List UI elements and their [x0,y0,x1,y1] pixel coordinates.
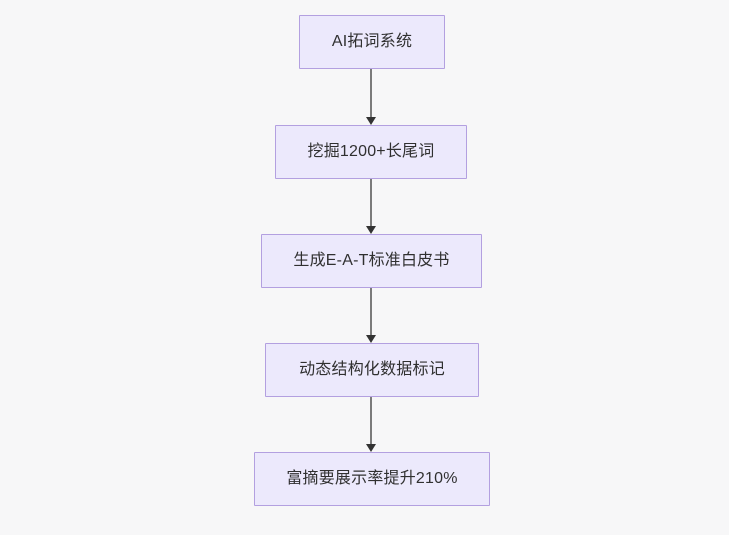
arrowhead-icon [366,226,376,234]
connector-line [370,179,373,226]
arrowhead-icon [366,444,376,452]
flow-node-rich-snippet-result[interactable]: 富摘要展示率提升210% [254,452,490,506]
flow-node-label: 生成E-A-T标准白皮书 [293,252,450,270]
arrowhead-icon [366,335,376,343]
connector-n4-n5 [366,397,377,452]
connector-line [370,69,373,117]
connector-n3-n4 [366,288,377,343]
flow-node-label: 动态结构化数据标记 [299,361,445,379]
connector-line [370,288,373,335]
flow-node-structured-data-markup[interactable]: 动态结构化数据标记 [265,343,479,397]
flow-node-label: AI拓词系统 [331,33,413,51]
flow-node-label: 挖掘1200+长尾词 [307,143,435,161]
connector-n1-n2 [366,69,377,125]
flow-node-ai-keyword-system[interactable]: AI拓词系统 [299,15,445,69]
flow-node-label: 富摘要展示率提升210% [286,470,458,488]
flow-node-eat-whitepaper[interactable]: 生成E-A-T标准白皮书 [261,234,482,288]
connector-n2-n3 [366,179,377,234]
flow-node-longtail-keywords[interactable]: 挖掘1200+长尾词 [275,125,467,179]
connector-line [370,397,373,444]
arrowhead-icon [366,117,376,125]
